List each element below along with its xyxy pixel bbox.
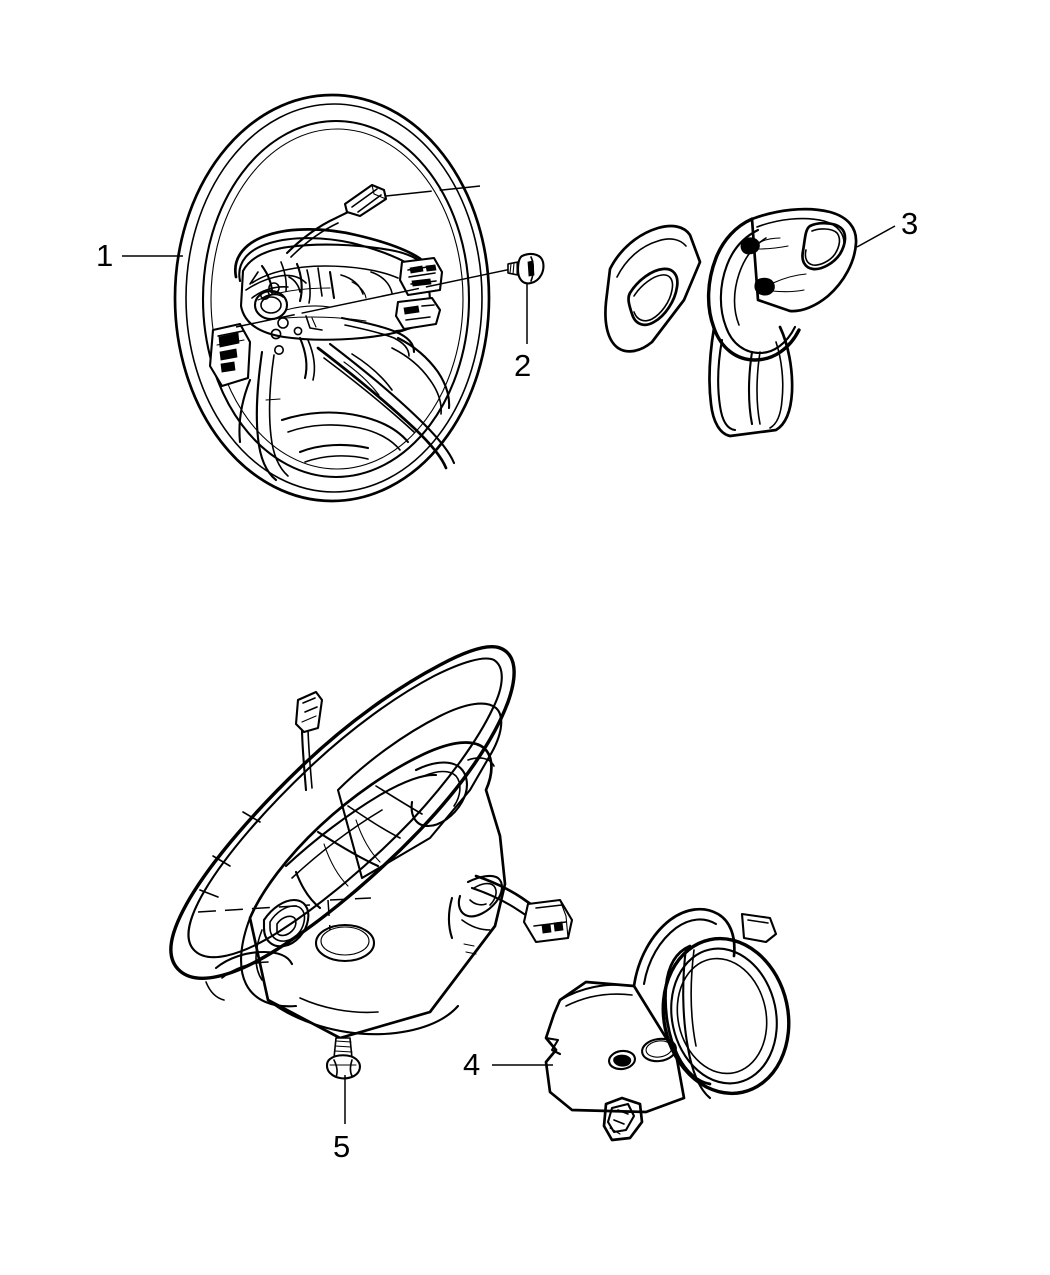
switch-pad-right-lower — [394, 296, 442, 331]
harness-connector-upper — [343, 183, 388, 218]
callout-leader-lines — [122, 225, 896, 1124]
figure-bolt-part5 — [325, 1037, 361, 1080]
figure-steering-wheel-front — [173, 93, 517, 503]
figure-screw-part2 — [507, 252, 545, 285]
callout-number-4: 4 — [463, 1047, 481, 1082]
switch-pad-right-upper — [398, 256, 444, 297]
figure-bezel-trim — [604, 207, 858, 438]
bezel-screw-boss-upper — [740, 237, 789, 255]
figure-steering-wheel-perspective — [169, 644, 574, 1040]
switch-pad-left — [208, 322, 252, 388]
figure-clockspring-module — [544, 907, 791, 1142]
callout-number-1: 1 — [96, 238, 114, 273]
callout-number-3: 3 — [901, 206, 919, 241]
callout-number-5: 5 — [333, 1129, 351, 1164]
bezel-screw-boss-lower — [754, 273, 807, 296]
harness-cable-lower-right — [470, 874, 574, 944]
callout-number-2: 2 — [514, 348, 532, 383]
leader-line-3 — [856, 225, 896, 248]
harness-connector-lower-left — [294, 690, 324, 792]
